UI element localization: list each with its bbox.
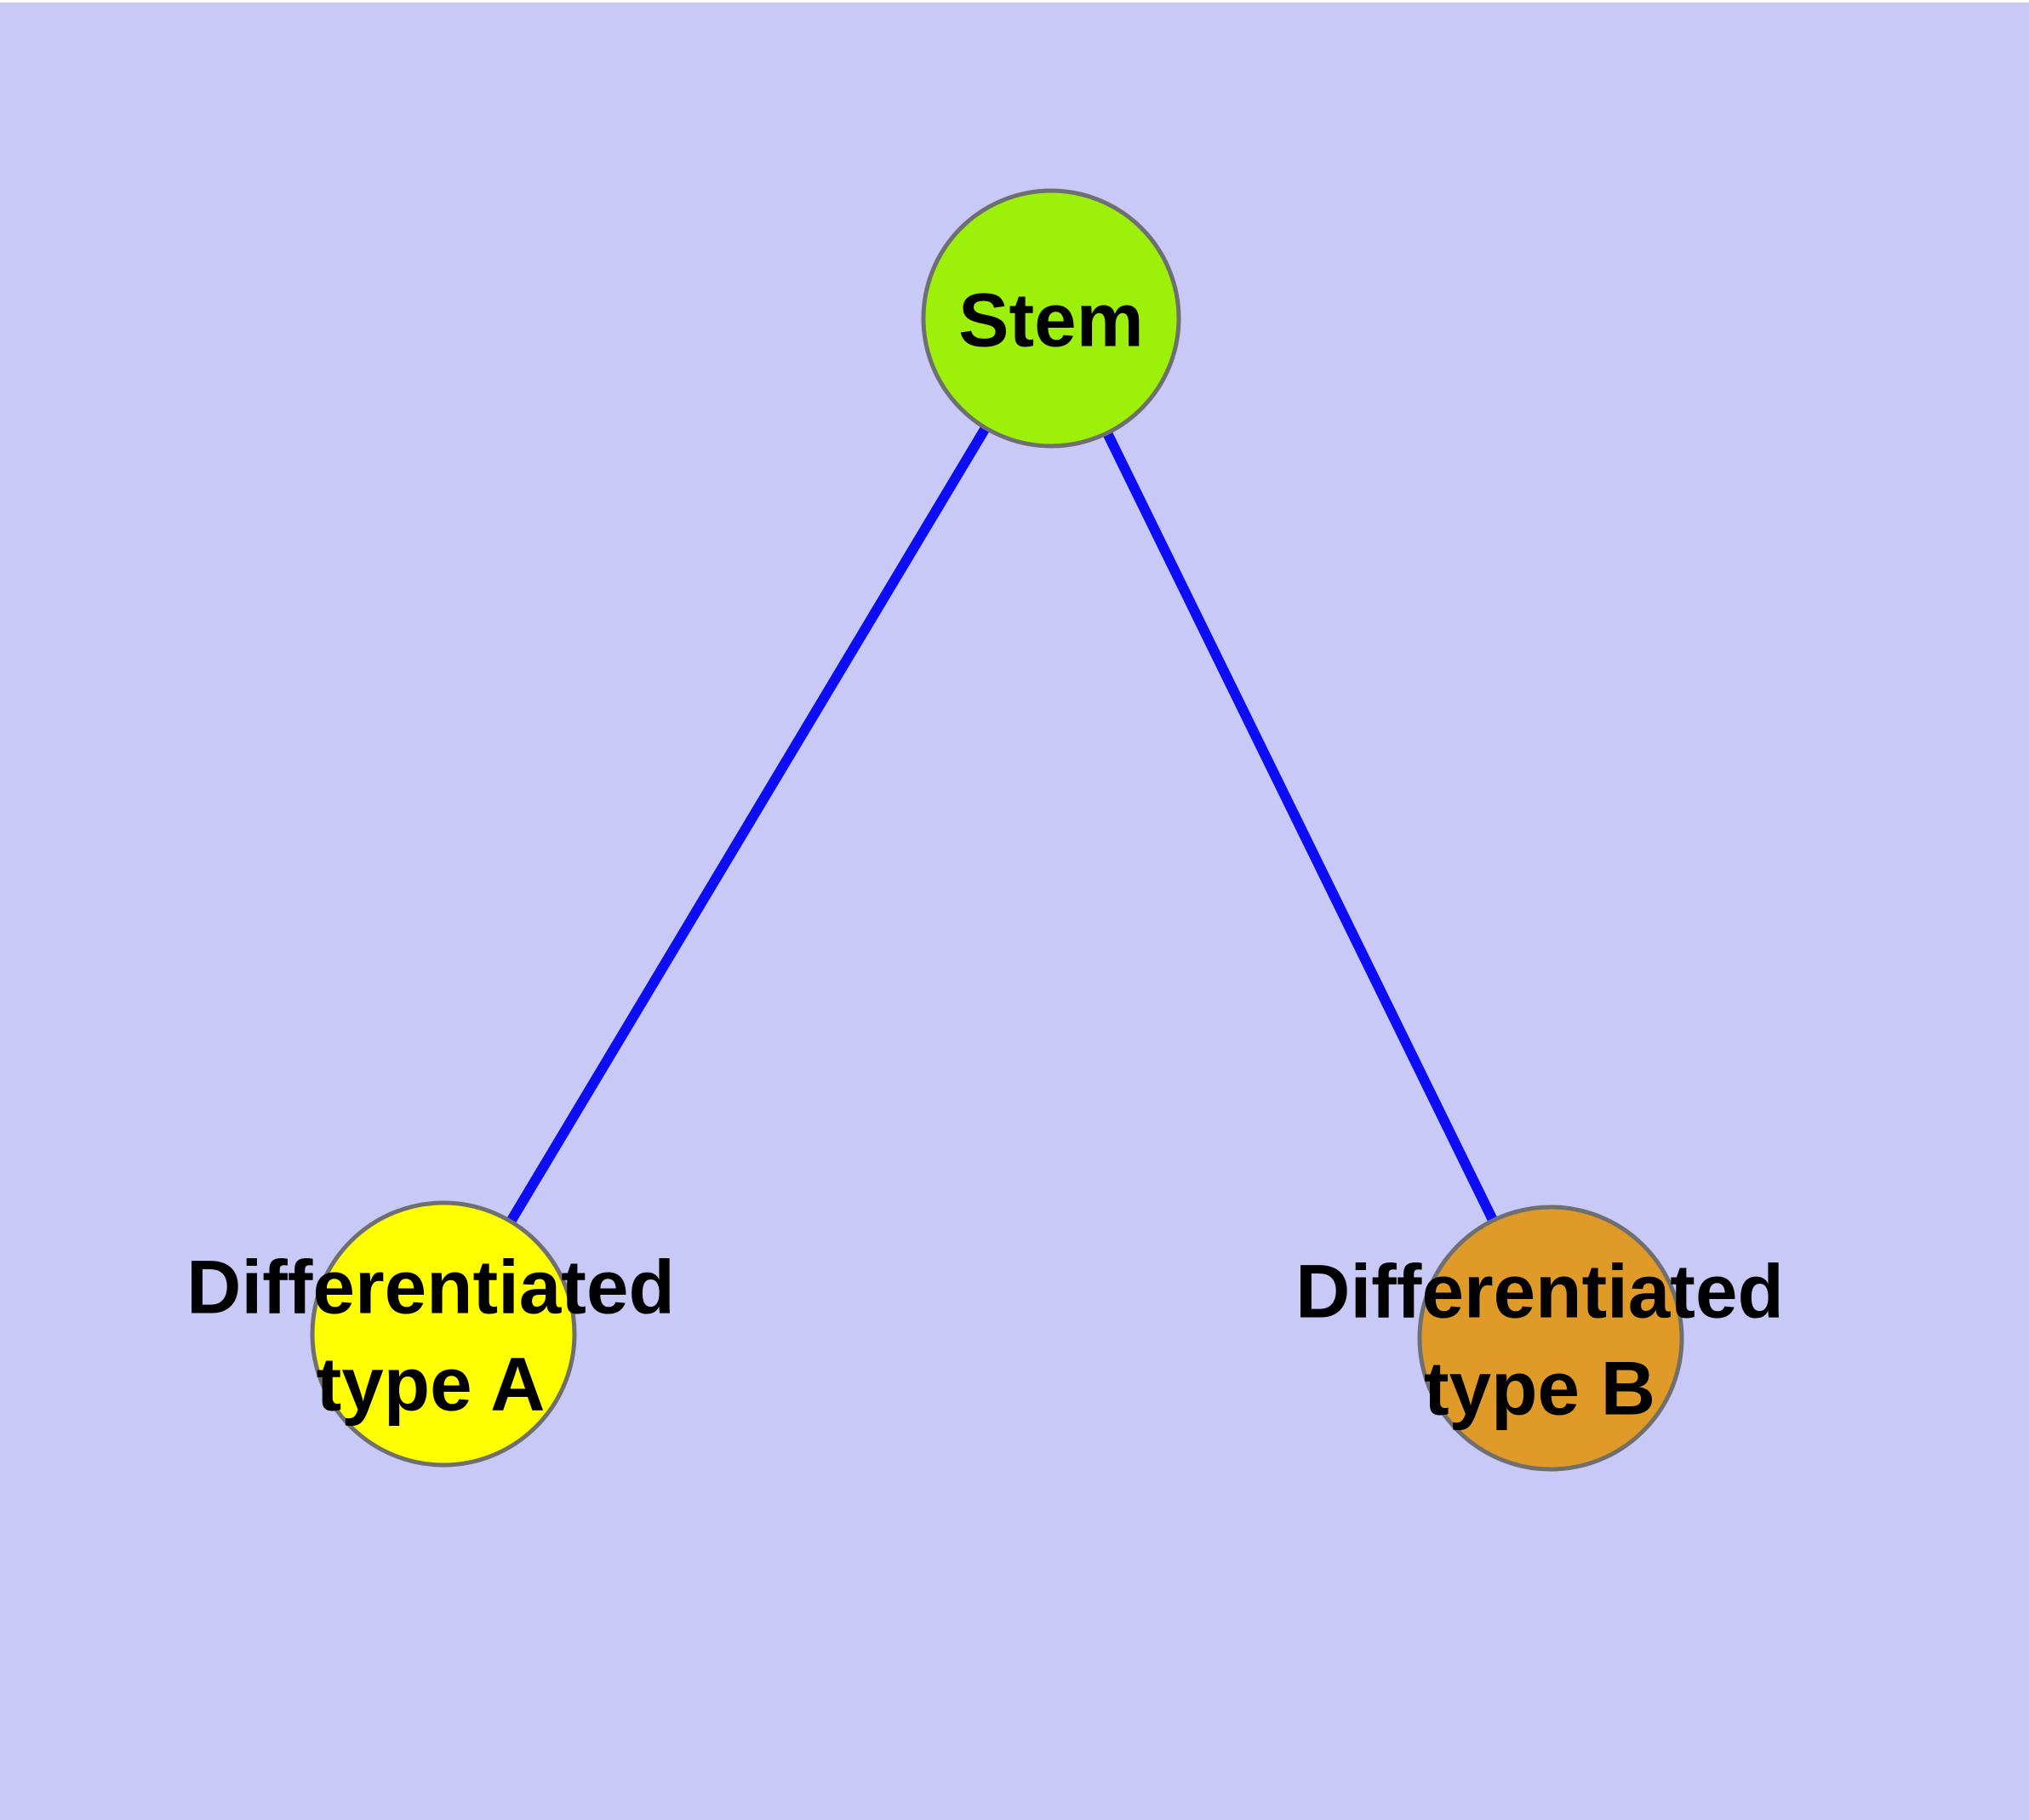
node-label-differentiated-type-b: Differentiated type B: [1295, 1249, 1784, 1431]
node-label-line: type B: [1424, 1346, 1655, 1431]
node-label-differentiated-type-a: Differentiated type A: [186, 1245, 675, 1427]
node-label-line: Stem: [958, 278, 1144, 363]
node-label-line: Differentiated: [186, 1245, 675, 1330]
node-circle-differentiated-type-a: [310, 1200, 577, 1468]
node-circle-stem: [921, 188, 1181, 449]
node-label-stem: Stem: [958, 278, 1144, 363]
edges-layer: [438, 315, 1556, 1341]
nodes-layer: [310, 188, 1684, 1472]
node-circle-differentiated-type-b: [1417, 1205, 1684, 1472]
node-label-line: type A: [317, 1342, 546, 1427]
edge-stem-to-differentiated-type-b: [1046, 316, 1556, 1341]
edge-stem-to-differentiated-type-a: [438, 315, 1056, 1337]
node-label-line: Differentiated: [1295, 1249, 1784, 1334]
top-margin-strip: [0, 0, 2029, 3]
